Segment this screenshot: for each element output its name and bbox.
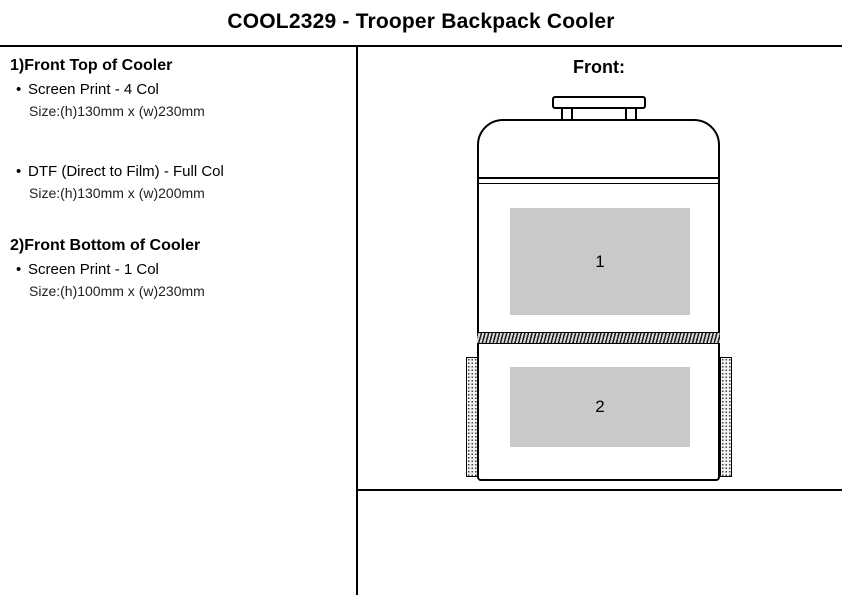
imprint-method: • Screen Print - 4 Col bbox=[16, 80, 345, 99]
imprint-size: Size:(h)100mm x (w)230mm bbox=[29, 283, 205, 299]
imprint-method-text: DTF (Direct to Film) - Full Col bbox=[28, 163, 224, 180]
spec-section-front-top: 1)Front Top of Cooler • Screen Print - 4 … bbox=[10, 56, 345, 202]
view-label: Front: bbox=[573, 57, 625, 77]
backpack-handle-leg-left bbox=[561, 108, 573, 126]
spec-section-heading: 2)Front Bottom of Cooler bbox=[10, 237, 201, 254]
imprint-size: Size:(h)130mm x (w)200mm bbox=[29, 185, 205, 201]
print-area-2-label: 2 bbox=[595, 397, 605, 416]
imprint-method-text: Screen Print - 4 Col bbox=[28, 81, 159, 98]
side-mesh-right bbox=[720, 357, 732, 477]
title-divider bbox=[0, 45, 842, 47]
page-title: COOL2329 - Trooper Backpack Cooler bbox=[227, 10, 615, 33]
spec-item: • Screen Print - 4 Col Size:(h)130mm x (w… bbox=[16, 80, 345, 120]
spec-item: • DTF (Direct to Film) - Full Col Size:(h… bbox=[16, 162, 345, 202]
bullet-icon: • bbox=[16, 81, 22, 98]
footer-divider bbox=[356, 489, 842, 491]
print-area-1-label: 1 bbox=[595, 251, 605, 271]
imprint-specs-panel: 1)Front Top of Cooler • Screen Print - 4 … bbox=[10, 56, 345, 300]
vertical-divider bbox=[356, 45, 358, 595]
lid-seam-line-2 bbox=[479, 183, 718, 184]
imprint-method: • DTF (Direct to Film) - Full Col bbox=[16, 162, 345, 181]
bullet-icon: • bbox=[16, 261, 22, 278]
backpack-handle bbox=[552, 96, 646, 109]
spec-item: • Screen Print - 1 Col Size:(h)100mm x (w… bbox=[16, 260, 345, 300]
print-area-1: 1 bbox=[510, 208, 690, 315]
spec-section-front-bottom: 2)Front Bottom of Cooler • Screen Print -… bbox=[10, 236, 345, 300]
print-area-2: 2 bbox=[510, 367, 690, 447]
spec-section-heading: 1)Front Top of Cooler bbox=[10, 57, 173, 74]
imprint-method: • Screen Print - 1 Col bbox=[16, 260, 345, 279]
lid-seam-line bbox=[479, 177, 718, 179]
imprint-size: Size:(h)130mm x (w)230mm bbox=[29, 103, 205, 119]
backpack-handle-leg-right bbox=[625, 108, 637, 126]
zipper-band bbox=[477, 332, 720, 344]
bullet-icon: • bbox=[16, 163, 22, 180]
imprint-method-text: Screen Print - 1 Col bbox=[28, 261, 159, 278]
